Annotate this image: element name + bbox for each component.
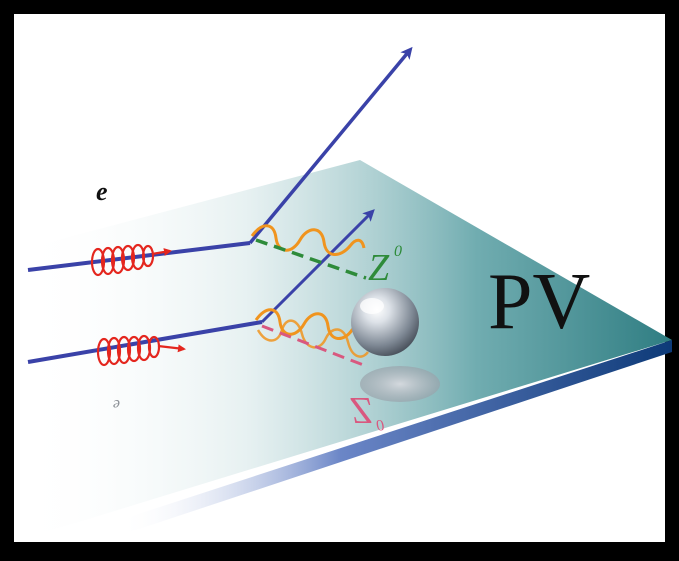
- exchange-wave-upper: [250, 224, 366, 256]
- electron-label: e: [96, 177, 108, 206]
- photon-helix-lower: [96, 334, 186, 367]
- z-boson-propagator: [255, 238, 367, 280]
- z-mirror-superscript: 0: [376, 416, 384, 433]
- sphere-reflection: [360, 366, 440, 402]
- z-boson-label: Z: [368, 247, 390, 289]
- plane-label: PV: [488, 258, 590, 346]
- outgoing-beam-lower: [260, 209, 375, 324]
- electron-mirror-label: e: [113, 396, 120, 413]
- z-mirror-label: Z: [350, 389, 372, 431]
- mirror-plane: [20, 160, 672, 540]
- photon-helix-upper: [90, 243, 172, 277]
- sphere-icon: [351, 288, 419, 356]
- sphere-highlight: [360, 298, 384, 314]
- incoming-beam-lower: [27, 320, 263, 364]
- incoming-beam-upper: [27, 241, 251, 272]
- outgoing-beam-upper: [248, 46, 413, 245]
- mirror-plane-edge: [120, 340, 672, 532]
- z-boson-superscript: 0: [394, 243, 402, 260]
- z-mirror-group: Z 0: [350, 389, 384, 433]
